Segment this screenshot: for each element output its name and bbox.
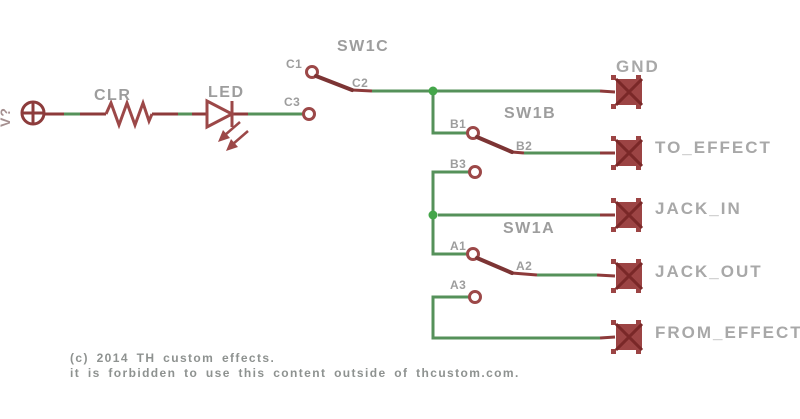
- gnd-pad-pin: [599, 89, 616, 94]
- copyright-line-2: it is forbidden to use this content outs…: [70, 366, 520, 380]
- pad-nub: [611, 259, 616, 264]
- pad-nub: [636, 165, 641, 170]
- pad-nub: [636, 320, 641, 325]
- switch-sw1b: [466, 126, 514, 179]
- net-label-to-effect: TO_EFFECT: [655, 138, 772, 157]
- led-label: LED: [208, 84, 245, 101]
- pad-cross: [614, 77, 644, 107]
- pad-cross: [614, 322, 644, 352]
- pad-cross: [614, 138, 644, 168]
- switch-sw1c: [302, 65, 354, 121]
- pad-gnd: [611, 75, 644, 109]
- contact-b1: [466, 126, 480, 140]
- pin-stubs: [44, 88, 616, 340]
- pad-nub: [611, 288, 616, 293]
- pad-nub: [611, 227, 616, 232]
- pad-nub: [636, 259, 641, 264]
- pin-a2-label: A2: [516, 259, 533, 273]
- junction-dot-top: [428, 86, 438, 96]
- resistor-label: CLR: [94, 87, 132, 104]
- wire-junction-to-b1: [431, 91, 467, 135]
- contact-c3: [302, 107, 316, 121]
- pad-jack-out: [611, 259, 644, 293]
- pad-nub: [611, 165, 616, 170]
- pin-b1-label: B1: [450, 117, 467, 131]
- resistor-symbol: [104, 98, 154, 130]
- net-label-gnd: GND: [616, 57, 660, 76]
- contact-a1: [466, 247, 480, 261]
- led-arrow-2: [232, 130, 249, 145]
- supply-cross: [22, 102, 44, 124]
- pad-nub: [611, 320, 616, 325]
- switch-sw1a-label: SW1A: [503, 220, 556, 237]
- pin-a1-label: A1: [450, 239, 467, 253]
- pad-nub: [636, 349, 641, 354]
- a2-pin: [511, 271, 538, 277]
- contact-b3: [468, 165, 482, 179]
- lever-sw1b: [475, 135, 514, 154]
- supply-label: V?: [0, 107, 13, 127]
- pad-cross: [614, 261, 644, 291]
- pad-nub: [611, 75, 616, 80]
- net-label-jack-out: JACK_OUT: [655, 262, 763, 281]
- net-wires: [64, 89, 600, 340]
- pin-c3-label: C3: [284, 95, 301, 109]
- pin-b2-label: B2: [516, 139, 533, 153]
- wire-a3-to-fromeffect: [431, 295, 600, 340]
- pad-nub: [611, 198, 616, 203]
- led-emission-arrows: [218, 121, 249, 151]
- pad-nub: [611, 136, 616, 141]
- lever-sw1a: [475, 256, 514, 275]
- pin-a3-label: A3: [450, 278, 467, 292]
- switch-sw1b-label: SW1B: [504, 105, 557, 122]
- pad-jack-in: [611, 198, 644, 232]
- contact-a3: [468, 290, 482, 304]
- switch-sw1c-label: SW1C: [337, 38, 390, 55]
- pad-from-effect: [611, 320, 644, 354]
- supply-symbol: [20, 100, 46, 126]
- c2-pin: [351, 88, 373, 93]
- copyright-line-1: (c) 2014 TH custom effects.: [70, 351, 276, 365]
- led-symbol: [205, 98, 249, 151]
- pad-cross: [614, 200, 644, 230]
- switch-sw1a: [466, 247, 514, 304]
- b2-pin: [511, 150, 525, 155]
- pad-nub: [636, 104, 641, 109]
- pad-nub: [636, 75, 641, 80]
- led-arrow-1: [224, 121, 241, 136]
- pad-nub: [636, 288, 641, 293]
- pad-nub: [636, 227, 641, 232]
- pad-nub: [611, 104, 616, 109]
- pad-nub: [636, 198, 641, 203]
- pad-nub: [636, 136, 641, 141]
- junction-dot-mid: [428, 210, 438, 220]
- pad-nub: [611, 349, 616, 354]
- net-label-jack-in: JACK_IN: [655, 199, 742, 218]
- led-triangle: [205, 98, 236, 130]
- led-arrow-2-head: [226, 139, 238, 151]
- pin-c1-label: C1: [286, 57, 303, 71]
- jackout-pad-pin: [596, 273, 616, 278]
- contact-c1: [305, 65, 319, 79]
- pin-b3-label: B3: [450, 157, 467, 171]
- net-label-from-effect: FROM_EFFECT: [655, 323, 800, 342]
- lever-sw1c: [314, 74, 354, 92]
- pin-c2-label: C2: [352, 76, 369, 90]
- led-arrow-1-head: [218, 130, 230, 142]
- pad-to-effect: [611, 136, 644, 170]
- fromeffect-pad-pin: [599, 335, 616, 340]
